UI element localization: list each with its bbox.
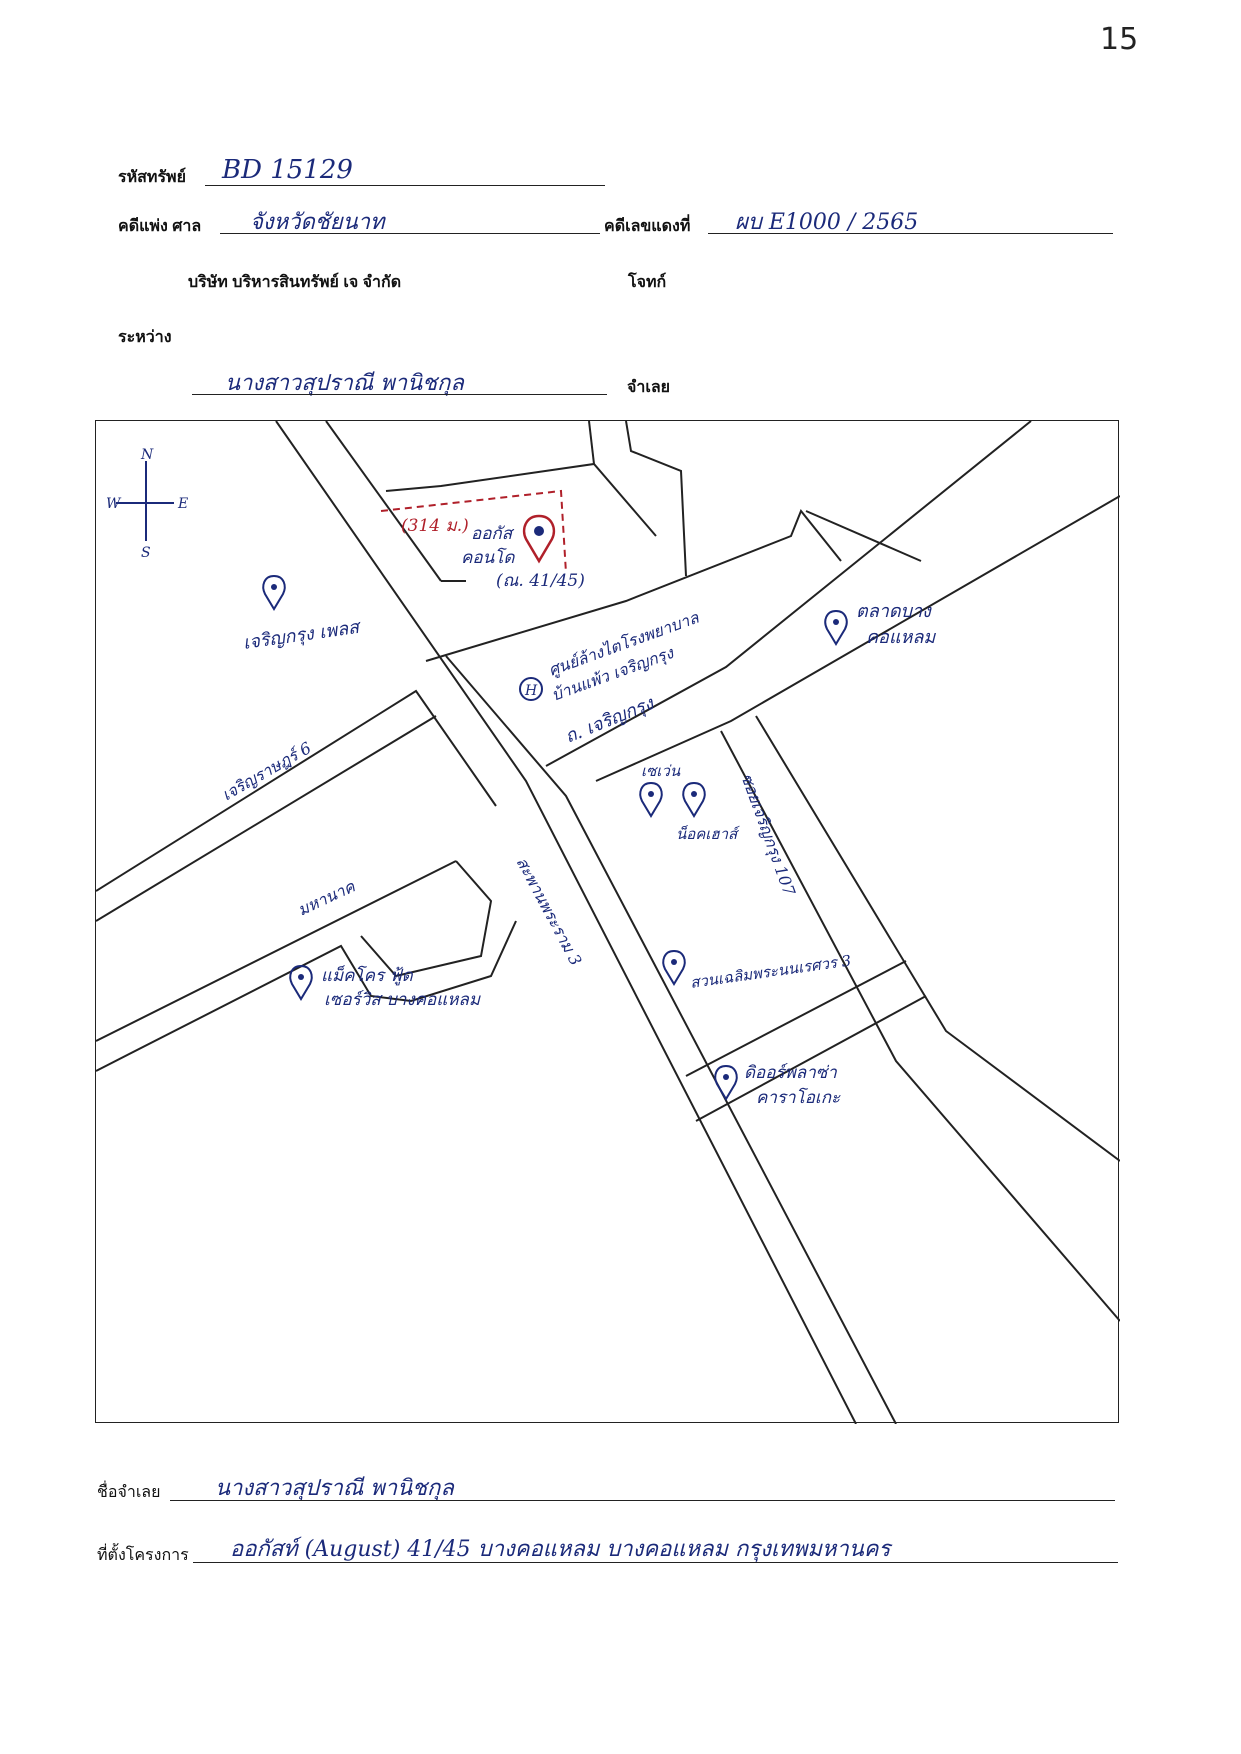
red-case-line xyxy=(708,233,1113,234)
road-edge xyxy=(275,420,857,1425)
road-edge xyxy=(805,510,922,562)
road-edge xyxy=(95,689,497,892)
red-case-value: ผบ E1000 / 2565 xyxy=(735,210,919,235)
poi-makro-1: แม็คโคร ฟู้ด xyxy=(321,965,414,986)
poi-talad-1: ตลาดบาง xyxy=(856,601,932,622)
poi-ktv-1: ดิออร์พลาซ่า xyxy=(744,1063,837,1083)
civil-case-label: คดีแพ่ง ศาล xyxy=(118,218,202,235)
footer-location-line xyxy=(193,1562,1118,1563)
poi-makro-2: เซอร์วิส บางคอแหลม xyxy=(324,990,481,1010)
road-edge xyxy=(425,509,842,662)
location-pin-icon xyxy=(682,781,706,818)
court-line xyxy=(220,233,600,234)
location-pin-icon xyxy=(289,964,313,1001)
location-pin-icon xyxy=(662,949,686,986)
plaintiff-label: โจทก์ xyxy=(628,274,667,291)
map-drawing: N W E S (314 ม.) ออกัส คอนโด (ณ. 41/45) xyxy=(95,420,1121,1425)
between-label: ระหว่าง xyxy=(118,329,172,346)
road-edge xyxy=(685,960,907,1077)
poi-7eleven: เซเว่น xyxy=(641,762,681,780)
target-unit: (ณ. 41/45) xyxy=(496,571,585,591)
road-edge xyxy=(720,730,1121,1322)
road-rama3-label: สะพานพระราม 3 xyxy=(512,854,585,969)
defendant-label: จำเลย xyxy=(627,379,671,396)
footer-location-label: ที่ตั้งโครงการ xyxy=(97,1547,189,1564)
footer-defendant-label: ชื่อจำเลย xyxy=(97,1484,161,1501)
poi-charoenkrung-place: เจริญกรุง เพลส xyxy=(242,616,364,653)
compass-south: S xyxy=(141,545,151,561)
compass-north: N xyxy=(140,447,154,463)
poi-talad-2: คอแหลม xyxy=(866,627,936,648)
footer-defendant-value: นางสาวสุปราณี พานิชกุล xyxy=(215,1476,454,1501)
road-edge xyxy=(95,715,437,922)
road-edge xyxy=(385,462,657,537)
target-name-2: คอนโด xyxy=(461,547,515,568)
compass-west: W xyxy=(106,496,122,512)
road-edge xyxy=(695,995,927,1122)
compass xyxy=(116,461,174,541)
road-lines xyxy=(95,420,1121,1425)
route-path xyxy=(380,489,567,574)
road-charoenkrung-label: ถ. เจริญกรุง xyxy=(562,693,658,748)
plaintiff-company: บริษัท บริหารสินทรัพย์ เจ จำกัด xyxy=(188,274,402,291)
poi-garden: สวนเฉลิมพระนนเรศวร 3 xyxy=(689,952,852,992)
poi-ktv-2: คาราโอเกะ xyxy=(756,1087,841,1108)
road-edge xyxy=(625,420,687,577)
page-number: 15 xyxy=(1100,22,1139,57)
location-map: N W E S (314 ม.) ออกัส คอนโด (ณ. 41/45) xyxy=(95,420,1121,1425)
location-pin-icon xyxy=(639,781,663,818)
road-charoenrat-label: เจริญราษฎร์ 6 xyxy=(219,738,315,804)
soi-charoenkrung-label: ซอยเจริญกรุง 107 xyxy=(736,771,799,899)
red-case-label: คดีเลขแดงที่ xyxy=(604,218,691,235)
location-pin-icon xyxy=(262,574,286,611)
asset-code-label: รหัสทรัพย์ xyxy=(118,169,186,186)
court-value: จังหวัดชัยนาท xyxy=(250,210,385,235)
svg-text:H: H xyxy=(524,683,538,699)
hospital-icon: H xyxy=(519,677,543,701)
road-edge xyxy=(360,860,493,978)
asset-code-value: BD 15129 xyxy=(222,155,353,185)
asset-code-line xyxy=(205,185,605,186)
poi-noodle: น็อคเฮาส์ xyxy=(676,825,740,843)
road-edge xyxy=(325,420,442,582)
road-edge xyxy=(588,420,595,465)
road-edge xyxy=(755,715,1121,1162)
compass-east: E xyxy=(177,496,188,512)
footer-location-value: ออกัสท์ (August) 41/45 บางคอแหลม บางคอแห… xyxy=(230,1537,891,1562)
target-location-pin-icon xyxy=(522,514,556,564)
road-edge xyxy=(445,655,897,1425)
road-edge xyxy=(95,860,457,1042)
road-edge xyxy=(595,495,1121,782)
road-edge xyxy=(545,420,1032,767)
defendant-value: นางสาวสุปราณี พานิชกุล xyxy=(225,371,464,396)
footer-defendant-line xyxy=(170,1500,1115,1501)
road-mahanak-label: มหานาค xyxy=(295,876,359,919)
distance-label: (314 ม.) xyxy=(401,516,469,536)
defendant-line xyxy=(192,394,607,395)
location-pin-icon xyxy=(824,609,848,646)
target-name-1: ออกัส xyxy=(471,524,515,544)
location-pin-icon xyxy=(714,1064,738,1101)
